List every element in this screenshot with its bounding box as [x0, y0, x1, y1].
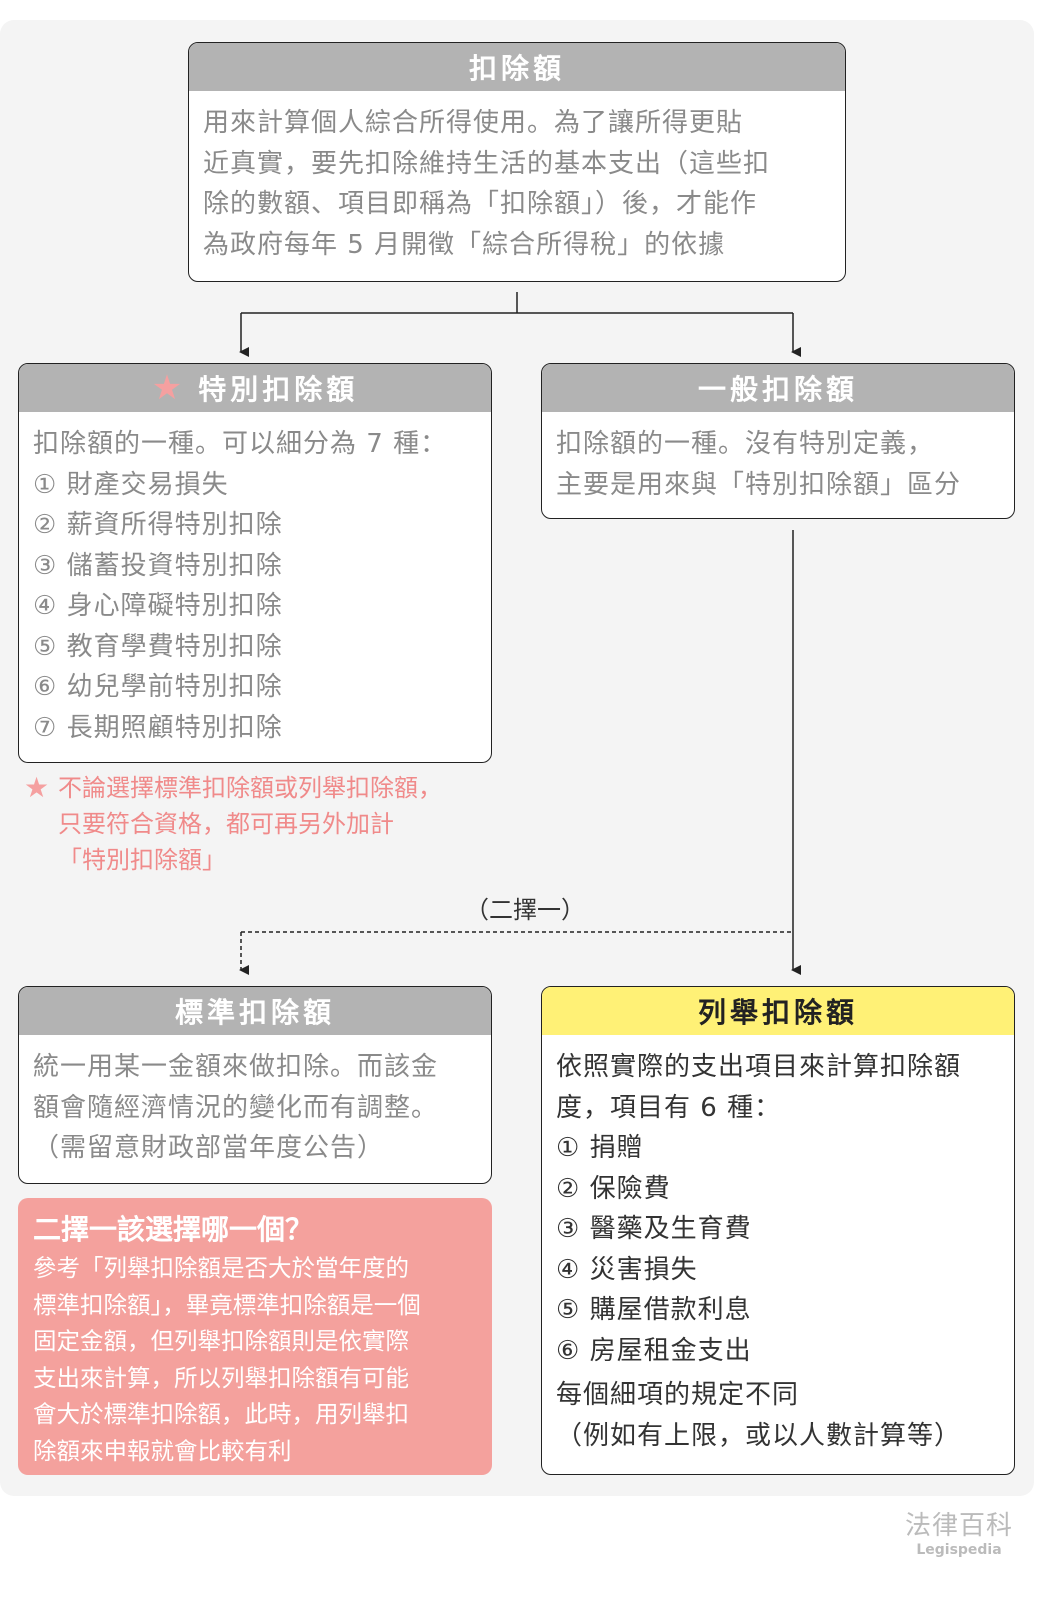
- text-line: 除額來申報就會比較有利: [33, 1436, 292, 1465]
- standard-deduction-box: 標準扣除額 統一用某一金額來做扣除。而該金 額會隨經濟情況的變化而有調整。 （需…: [18, 986, 492, 1184]
- text-line: 支出來計算，所以列舉扣除額有可能: [33, 1363, 409, 1392]
- itemized-deduction-box: 列舉扣除額 依照實際的支出項目來計算扣除額 度，項目有 6 種： ① 捐贈 ② …: [541, 986, 1015, 1475]
- special-deduction-box: ★ 特別扣除額 扣除額的一種。可以細分為 7 種： ① 財產交易損失 ② 薪資所得…: [18, 363, 492, 763]
- logo-chinese: 法律百科: [905, 1511, 1014, 1541]
- list-item: ① 財產交易損失: [33, 469, 229, 500]
- text-line: 度，項目有 6 種：: [556, 1092, 782, 1123]
- text-line: 除的數額、項目即稱為「扣除額」）後，才能作: [203, 189, 758, 219]
- text-line: 每個細項的規定不同: [556, 1380, 800, 1410]
- standard-title: 標準扣除額: [19, 987, 491, 1035]
- general-deduction-box: 一般扣除額 扣除額的一種。沒有特別定義， 主要是用來與「特別扣除額」區分: [541, 363, 1015, 519]
- text-line: 固定金額，但列舉扣除額則是依實際: [33, 1327, 409, 1355]
- deduction-title: 扣除額: [189, 43, 845, 91]
- text-line: 扣除額的一種。可以細分為 7 種：: [33, 429, 448, 459]
- list-item: ③ 醫藥及生育費: [556, 1214, 752, 1244]
- text-line: （需留意財政部當年度公告）: [33, 1133, 385, 1163]
- list-item: ⑥ 幼兒學前特別扣除: [33, 672, 283, 702]
- list-item: ③ 儲蓄投資特別扣除: [33, 550, 283, 581]
- note-line: 「特別扣除額」: [58, 846, 226, 874]
- list-item: ④ 災害損失: [556, 1254, 698, 1285]
- text-line: （例如有上限，或以人數計算等）: [556, 1420, 962, 1451]
- choice-label: （二擇一）: [465, 896, 585, 924]
- note-line: 不論選擇標準扣除額或列舉扣除額，: [58, 774, 442, 802]
- list-item: ④ 身心障礙特別扣除: [33, 591, 283, 621]
- legispedia-logo: 法律百科 Legispedia: [905, 1505, 1013, 1558]
- note-line: 只要符合資格，都可再另外加計: [58, 810, 394, 838]
- list-item: ⑦ 長期照顧特別扣除: [33, 712, 283, 743]
- text-line: 用來計算個人綜合所得使用。為了讓所得更貼: [203, 108, 744, 138]
- list-item: ⑥ 房屋租金支出: [556, 1335, 752, 1366]
- special-title: 特別扣除額: [198, 373, 359, 406]
- special-note: ★ 不論選擇標準扣除額或列舉扣除額， 只要符合資格，都可再另外加計 「特別扣除額…: [24, 770, 442, 878]
- text-line: 依照實際的支出項目來計算扣除額: [556, 1052, 962, 1082]
- advice-title: 二擇一該選擇哪一個？: [33, 1213, 314, 1246]
- text-line: 會大於標準扣除額，此時，用列舉扣: [33, 1400, 409, 1428]
- text-line: 扣除額的一種。沒有特別定義，: [556, 429, 935, 459]
- list-item: ② 保險費: [556, 1173, 671, 1204]
- text-line: 參考「列舉扣除額是否大於當年度的: [33, 1254, 409, 1282]
- list-item: ⑤ 教育學費特別扣除: [33, 631, 283, 662]
- top-connector: [241, 292, 793, 314]
- advice-box: 二擇一該選擇哪一個？ 參考「列舉扣除額是否大於當年度的 標準扣除額」，畢竟標準扣…: [18, 1198, 492, 1475]
- text-line: 近真實，要先扣除維持生活的基本支出（這些扣: [203, 148, 771, 179]
- list-item: ① 捐贈: [556, 1133, 644, 1163]
- text-line: 額會隨經濟情況的變化而有調整。: [33, 1092, 439, 1123]
- text-line: 為政府每年 5 月開徵「綜合所得稅」的依據: [203, 229, 726, 260]
- logo-english: Legispedia: [916, 1542, 1002, 1558]
- list-item: ⑤ 購屋借款利息: [556, 1295, 752, 1325]
- star-icon: ★: [24, 771, 50, 804]
- deduction-box: 扣除額 用來計算個人綜合所得使用。為了讓所得更貼 近真實，要先扣除維持生活的基本…: [188, 42, 846, 282]
- list-item: ② 薪資所得特別扣除: [33, 510, 283, 540]
- text-line: 標準扣除額」，畢竟標準扣除額是一個: [33, 1290, 421, 1319]
- general-title: 一般扣除額: [542, 364, 1014, 412]
- star-icon: ★: [151, 368, 187, 408]
- itemized-title: 列舉扣除額: [542, 987, 1014, 1035]
- text-line: 統一用某一金額來做扣除。而該金: [33, 1052, 439, 1082]
- text-line: 主要是用來與「特別扣除額」區分: [556, 469, 962, 500]
